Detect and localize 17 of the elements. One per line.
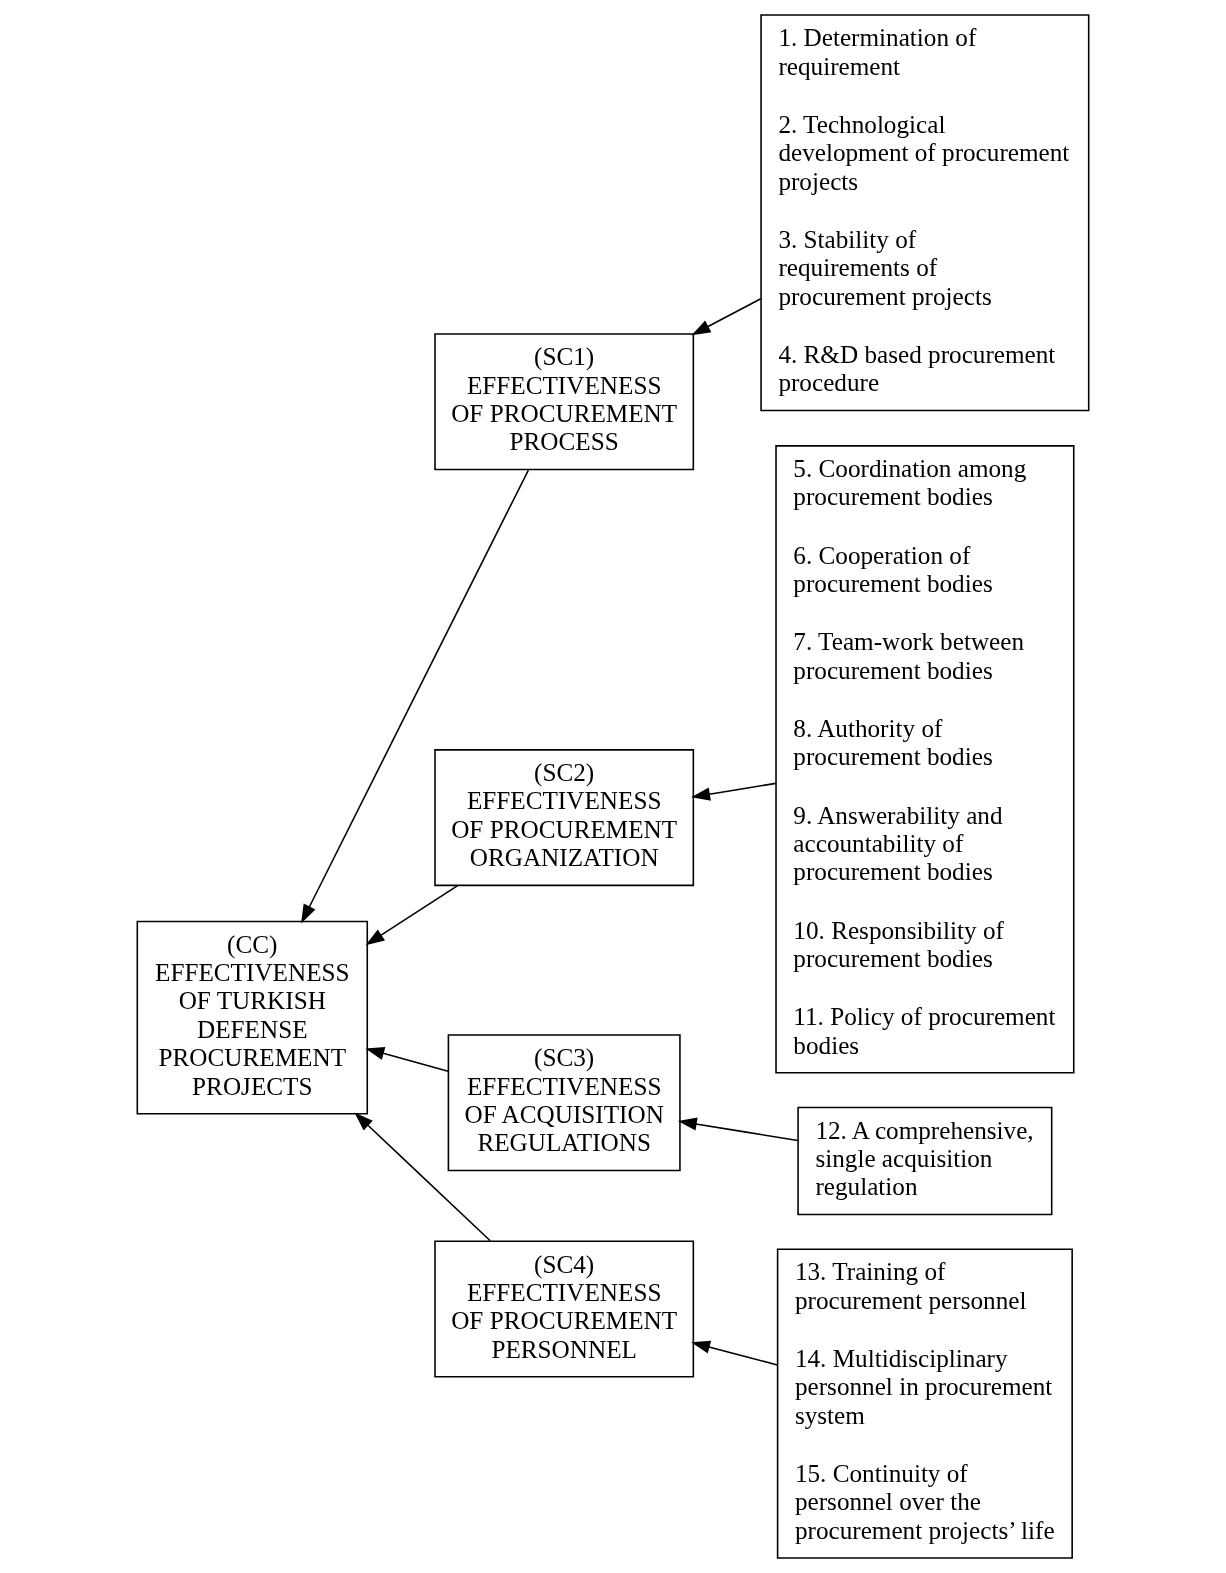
node-box: 5. Coordination among procurement bodies 6. Cooperation of procurement bodies 7. Team-work between procurement bodies 8. Authority of procurement bodies 9. Answerability and accountability of procurement bodies 10. Responsibility of procurement bodies 11. Policy of procurement bodies xyxy=(775,445,1075,1074)
node-box: (SC4) EFFECTIVENESS OF PROCUREMENT PERSONNEL xyxy=(434,1240,695,1378)
node-box: (SC1) EFFECTIVENESS OF PROCUREMENT PROCESS xyxy=(434,333,695,471)
arrow xyxy=(677,1117,799,1142)
node-box: (SC3) EFFECTIVENESS OF ACQUISITION REGULATIONS xyxy=(447,1034,681,1172)
node-box: 12. A comprehensive, single acquisition regulation xyxy=(797,1106,1053,1216)
arrow xyxy=(691,297,762,336)
arrow xyxy=(365,884,459,946)
arrow xyxy=(365,1047,449,1072)
node-box: (SC2) EFFECTIVENESS OF PROCUREMENT ORGANIZATION xyxy=(434,749,695,887)
node-box: (CC) EFFECTIVENESS OF TURKISH DEFENSE PROCUREMENT PROJECTS xyxy=(136,920,369,1115)
node-box: 13. Training of procurement personnel 14. Multidisciplinary personnel in procurement system 15. Continuity of personnel over the procurement projects’ life xyxy=(776,1248,1073,1559)
arrow xyxy=(301,469,530,924)
arrow xyxy=(691,1340,779,1366)
arrow xyxy=(354,1112,491,1242)
node-box: 1. Determination of requirement 2. Technological development of procurement projects 3. Stability of requirements of procurement projects 4. R&D based procurement procedure xyxy=(760,14,1090,412)
arrow xyxy=(691,782,777,801)
